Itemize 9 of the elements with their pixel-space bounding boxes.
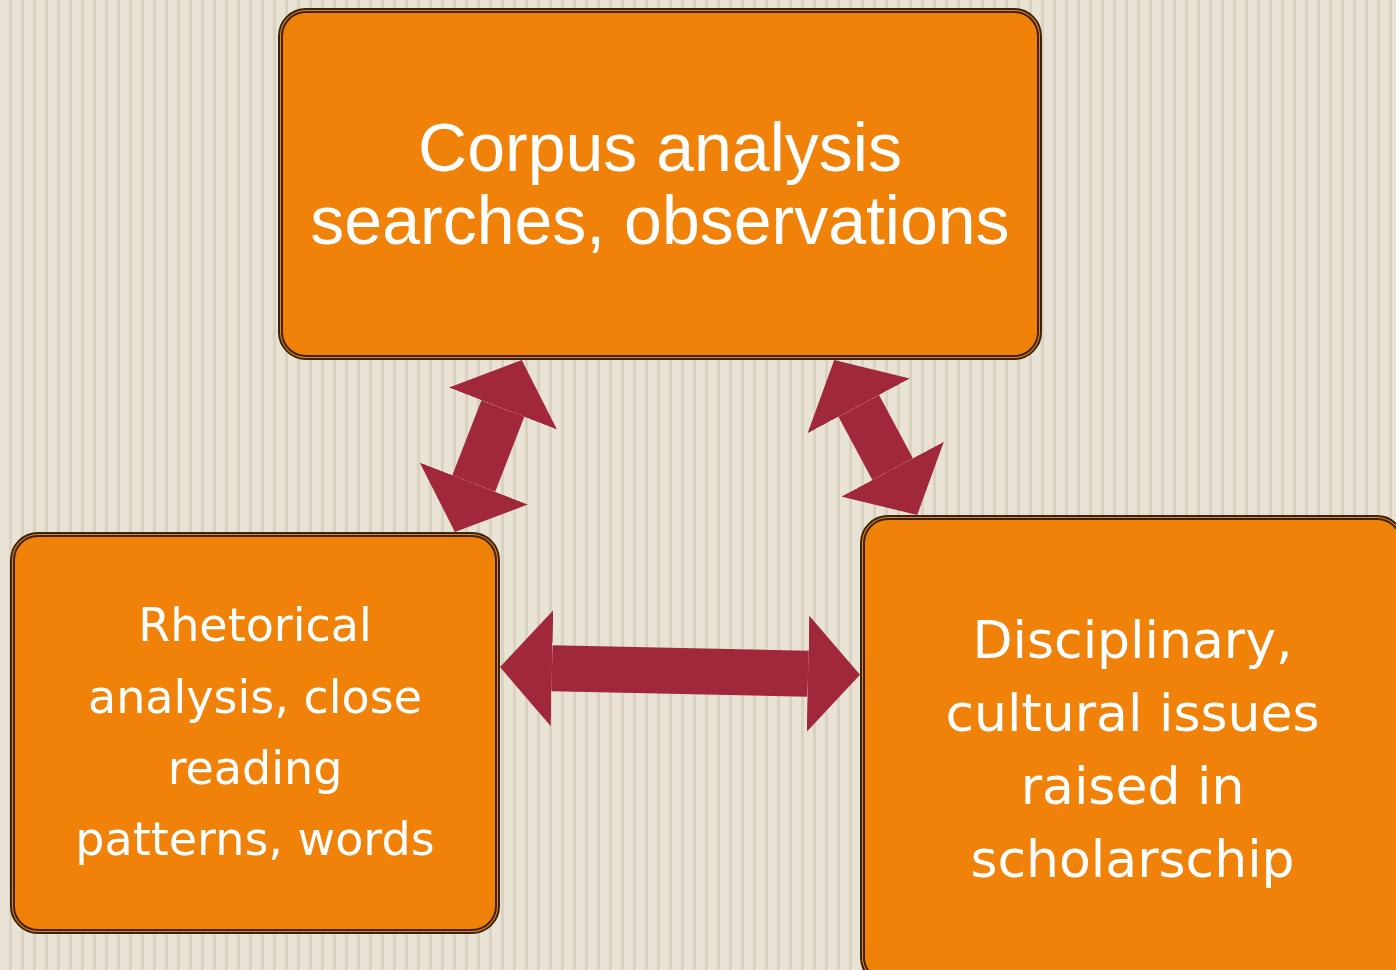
process-box [10, 532, 500, 934]
process-box [860, 515, 1396, 970]
process-box [278, 8, 1042, 360]
double-arrow [419, 360, 557, 532]
box-text: Corpus analysis searches, observations [309, 110, 1011, 258]
box-text: Rhetorical analysis, close reading patterns, words [74, 597, 436, 869]
double-arrow [807, 360, 944, 515]
double-arrow [500, 610, 860, 732]
box-text: Disciplinary, cultural issues raised in scholarschip [944, 609, 1321, 891]
